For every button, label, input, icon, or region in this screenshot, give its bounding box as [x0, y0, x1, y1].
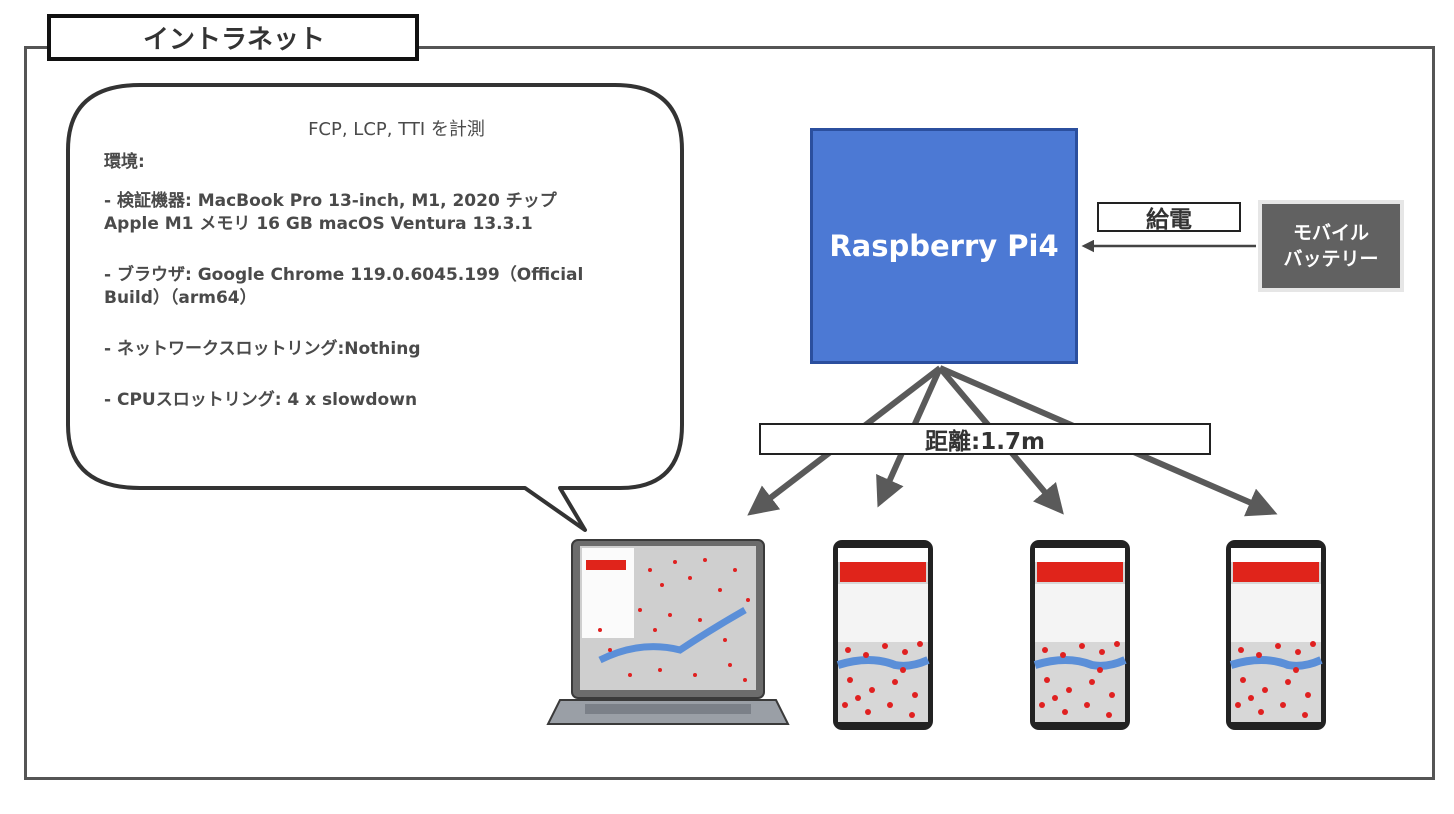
intranet-frame — [24, 46, 1435, 780]
server-label: Raspberry Pi4 — [829, 229, 1059, 263]
smartphone-icon — [1226, 540, 1326, 730]
smartphone-icon — [833, 540, 933, 730]
mobile-battery: モバイル バッテリー — [1258, 200, 1404, 292]
smartphone-icon — [1030, 540, 1130, 730]
intranet-title: イントラネット — [47, 14, 419, 61]
map-points — [598, 558, 750, 682]
power-label: 給電 — [1097, 202, 1241, 233]
env-item-network: - ネットワークスロットリング:Nothing — [104, 339, 421, 359]
environment-label: 環境: — [104, 152, 145, 172]
distance-label: 距離:1.7m — [759, 423, 1211, 455]
battery-line-2: バッテリー — [1283, 248, 1379, 270]
env-item-device: - 検証機器: MacBook Pro 13-inch, M1, 2020 チッ… — [104, 191, 557, 234]
measurement-note: FCP, LCP, TTI を計測 環境: - 検証機器: MacBook Pr… — [104, 118, 669, 440]
speech-bubble — [66, 83, 684, 532]
env-item-cpu: - CPUスロットリング: 4 x slowdown — [104, 390, 418, 410]
battery-line-1: モバイル — [1292, 222, 1369, 244]
laptop-icon — [546, 539, 790, 725]
measurement-title: FCP, LCP, TTI を計測 — [308, 119, 485, 140]
raspberry-pi-server: Raspberry Pi4 — [810, 128, 1078, 364]
env-item-browser: - ブラウザ: Google Chrome 119.0.6045.199（Off… — [104, 265, 584, 308]
